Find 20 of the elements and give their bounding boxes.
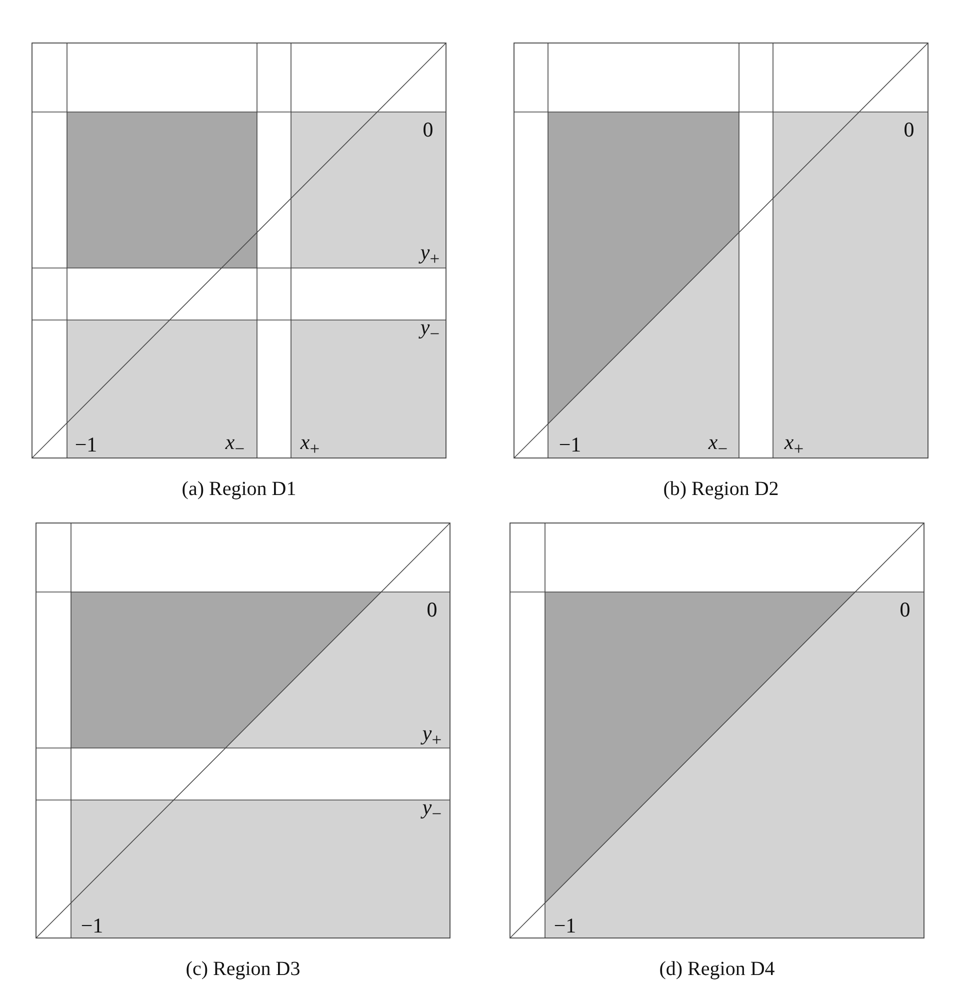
axis-value-label: 0	[900, 600, 910, 620]
axis-value-label: y$_{+}$	[420, 242, 440, 268]
axis-value-label: −1	[558, 434, 582, 456]
axis-value-label: −1	[80, 916, 104, 936]
axis-value-label: y$_{−}$	[422, 797, 442, 823]
figure-caption: (b) Region D2	[663, 479, 779, 499]
axis-value-label: 0	[422, 120, 434, 140]
axis-value-label: y$_{−}$	[420, 317, 440, 343]
axis-value-label: −1	[74, 434, 98, 456]
axis-value-label: 0	[426, 600, 438, 620]
figure-caption: (a) Region D1	[182, 479, 296, 499]
figure-caption: (c) Region D3	[186, 959, 300, 979]
axis-value-label: 0	[904, 120, 914, 140]
axis-value-label: x$_{−}$	[708, 432, 728, 458]
axis-value-label: x$_{+}$	[784, 432, 804, 458]
axis-value-label: y$_{+}$	[422, 723, 442, 749]
axis-value-label: x$_{−}$	[225, 432, 245, 458]
figure-caption: (d) Region D4	[659, 959, 775, 979]
axis-value-label: x$_{+}$	[300, 432, 320, 458]
axis-value-label: −1	[554, 916, 576, 936]
